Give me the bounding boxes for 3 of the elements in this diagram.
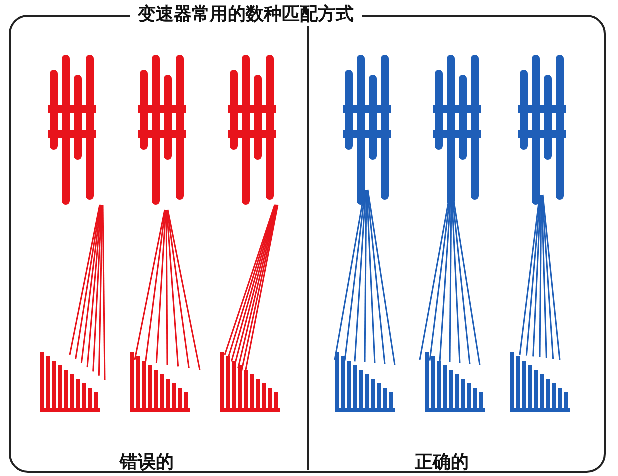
panel-caption: 错误的 [120,451,174,474]
diagram-title: 变速器常用的数种匹配方式 [130,2,362,26]
panel-caption: 正确的 [415,451,469,474]
